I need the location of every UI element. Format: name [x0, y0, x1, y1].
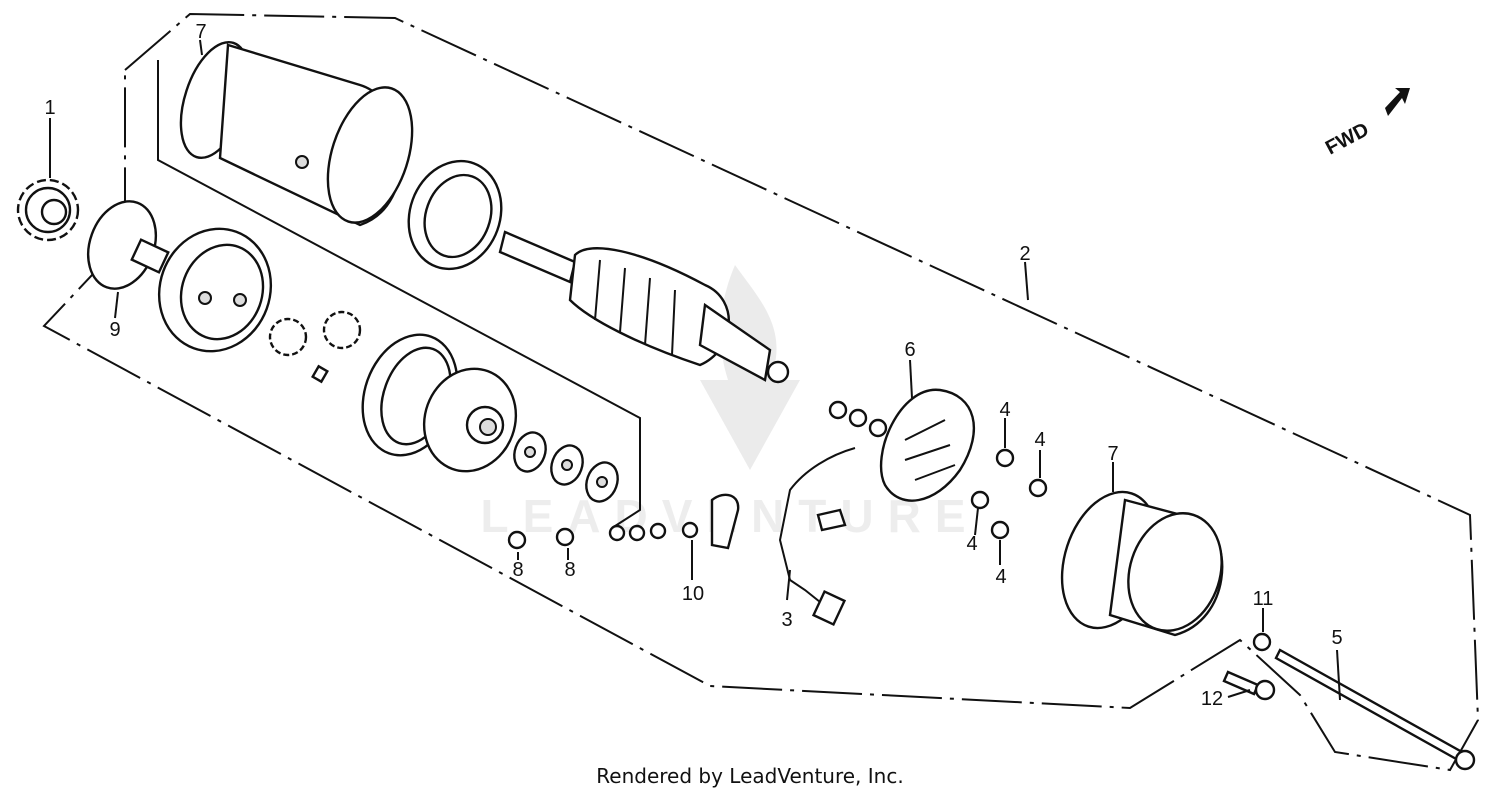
callout-5: 5 [1331, 627, 1342, 649]
callout-3: 3 [781, 609, 792, 631]
small-washers [507, 521, 699, 550]
forward-arrow: FWD [1322, 88, 1410, 159]
callout-8a: 8 [512, 559, 523, 581]
callouts: 1 2 3 4 4 4 4 5 6 7 7 8 8 9 10 11 12 [44, 21, 1342, 710]
through-bolt [1274, 648, 1476, 771]
callout-4c: 4 [966, 533, 977, 555]
callout-9: 9 [109, 319, 120, 341]
fwd-label: FWD [1322, 119, 1373, 160]
gear-plate [422, 367, 518, 473]
brush-terminal [778, 447, 856, 627]
rear-cover [1060, 490, 1224, 637]
magnet-ring [407, 159, 503, 271]
brush [710, 493, 740, 550]
starter-sprocket [16, 178, 80, 242]
callout-10: 10 [682, 583, 704, 605]
callout-2: 2 [1019, 243, 1030, 265]
callout-6: 6 [904, 339, 915, 361]
assembly-outline [42, 12, 1480, 772]
callout-12: 12 [1201, 688, 1223, 710]
leader-lines [49, 39, 1341, 701]
front-cover [130, 227, 273, 353]
flange-bolt [1222, 670, 1276, 701]
sealing-washer [1252, 632, 1272, 652]
armature [498, 230, 790, 384]
washers [513, 431, 619, 503]
callout-4d: 4 [995, 566, 1006, 588]
callout-4a: 4 [999, 399, 1010, 421]
planetary-gears [268, 310, 362, 384]
motor-yoke [179, 40, 414, 227]
callout-7-top: 7 [195, 21, 206, 43]
callout-11: 11 [1253, 588, 1274, 610]
brush-holder [828, 388, 976, 502]
callout-7-rear: 7 [1107, 443, 1118, 465]
callout-8b: 8 [564, 559, 575, 581]
callout-1: 1 [44, 97, 55, 119]
callout-4b: 4 [1034, 429, 1045, 451]
brush-screws [970, 448, 1048, 540]
footer-credit: Rendered by LeadVenture, Inc. [596, 764, 904, 788]
